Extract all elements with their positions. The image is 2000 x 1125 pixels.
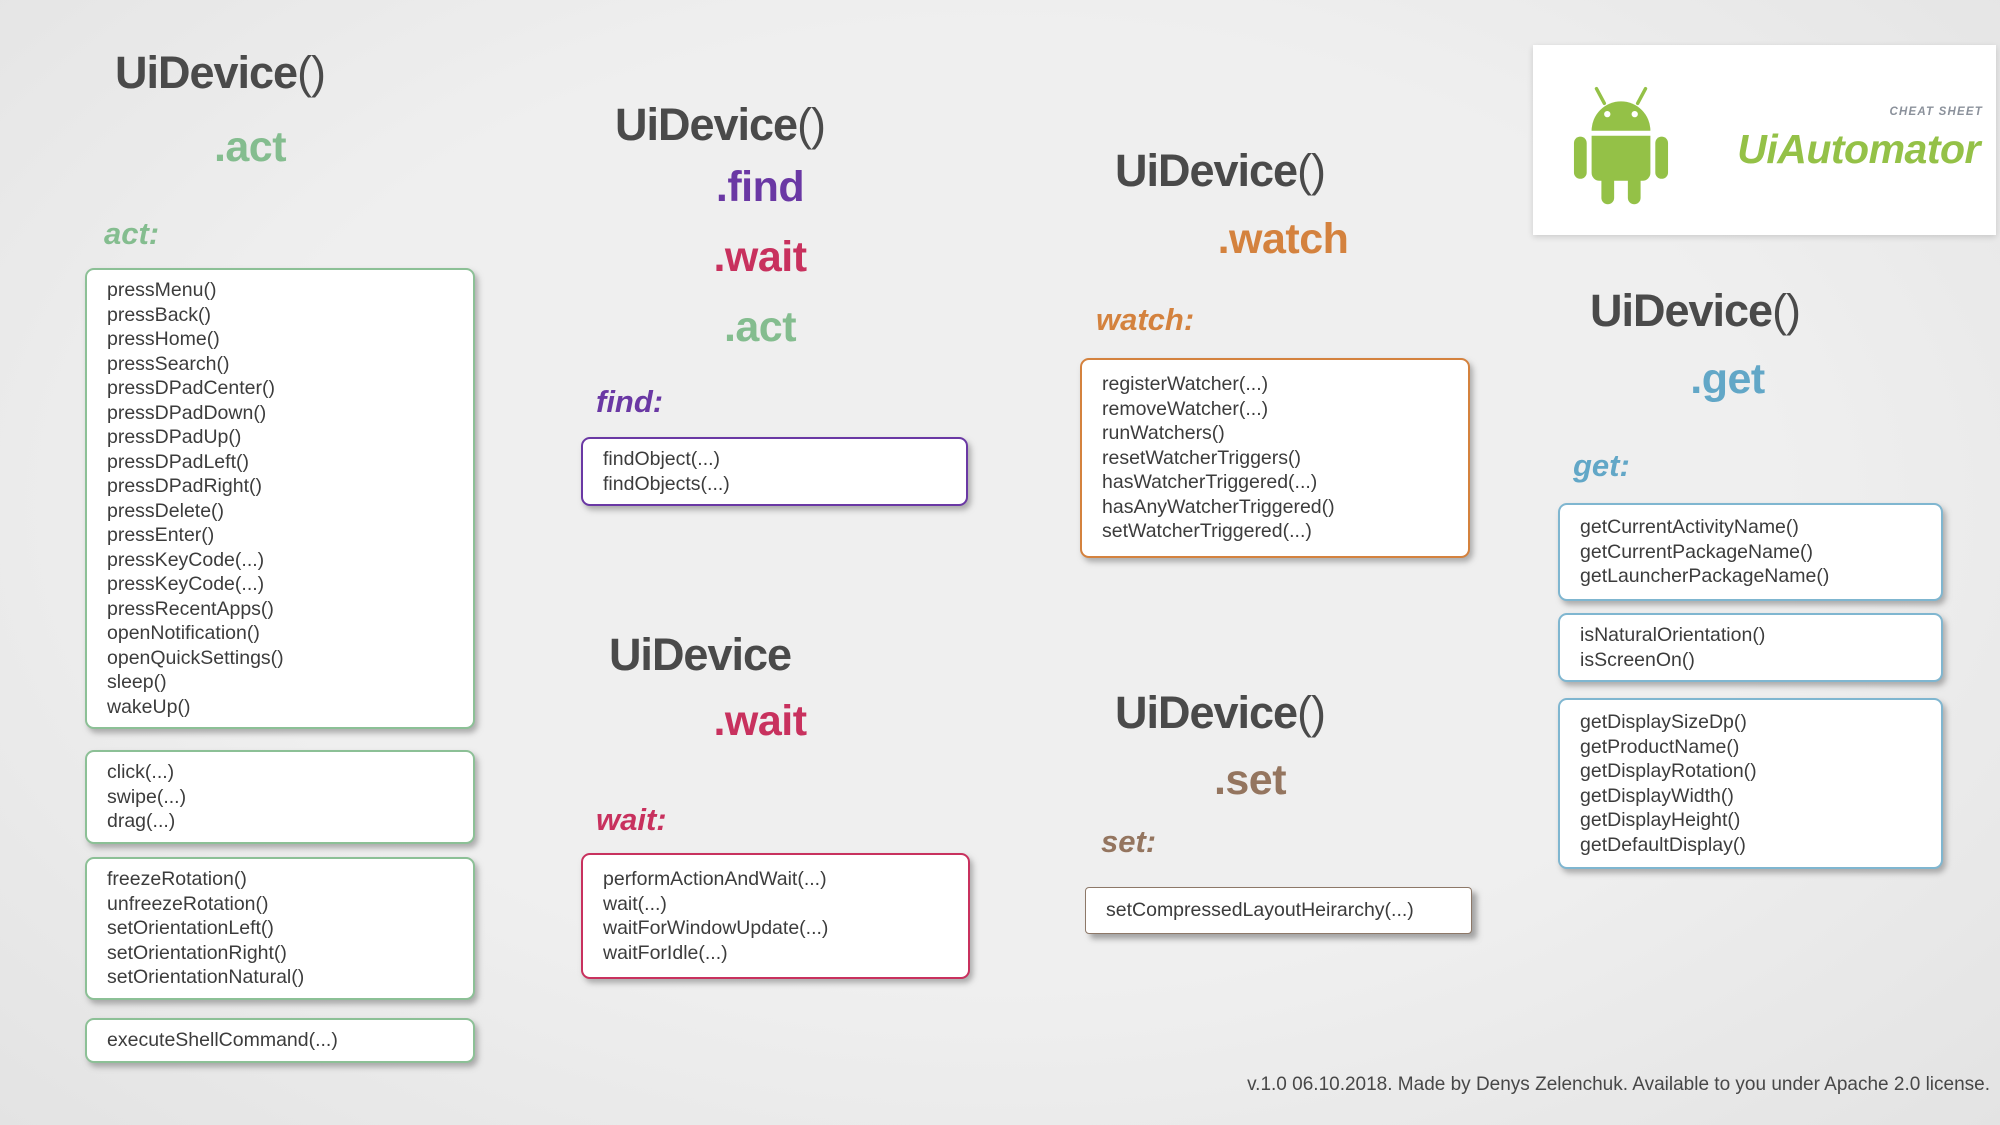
class-parens: () [1772,285,1801,336]
method-item: getCurrentActivityName() [1580,516,1799,538]
set-box: setCompressedLayoutHeirarchy(...) [1085,887,1472,934]
method-item: waitForWindowUpdate(...) [603,917,829,939]
method-item: setOrientationNatural() [107,966,305,988]
section-get-title: UiDevice() [1535,286,1855,336]
accent-set: .set [1213,756,1287,804]
class-parens: () [297,47,326,98]
class-name: UiDevice [114,47,298,98]
method-item: pressRecentApps() [107,597,274,620]
method-item: pressBack() [107,303,212,326]
class-name: UiDevice [614,99,798,150]
group-label-set: set: [1101,824,1157,859]
class-parens: () [797,99,826,150]
group-label-act: act: [104,216,160,251]
method-item: getProductName() [1580,735,1740,758]
method-item: getDefaultDisplay() [1580,833,1746,856]
class-parens: () [1297,687,1326,738]
method-item: setOrientationRight() [107,941,287,964]
group-label-wait: wait: [596,802,667,837]
accent-act: .act [213,123,287,171]
method-item: setWatcherTriggered(...) [1102,520,1312,542]
act-box-rotation: freezeRotation()unfreezeRotation()setOri… [85,857,475,1000]
section-find-title: UiDevice() [560,100,880,150]
method-item: executeShellCommand(...) [107,1029,338,1051]
method-item: getCurrentPackageName() [1580,540,1814,563]
method-item: unfreezeRotation() [107,892,269,915]
section-act-title: UiDevice() [70,48,370,98]
group-label-get: get: [1573,448,1630,483]
accent-act: .act [723,303,797,351]
class-name: UiDevice [608,629,792,680]
android-robot-icon [1573,86,1669,205]
footer-credits: v.1.0 06.10.2018. Made by Denys Zelenchu… [1247,1074,1990,1095]
method-item: setOrientationLeft() [107,917,274,939]
logo-title: UiAutomator [1737,126,1980,172]
class-name: UiDevice [1114,145,1298,196]
method-item: removeWatcher(...) [1102,397,1269,420]
method-item: getDisplaySizeDp() [1580,711,1747,733]
accent-wait: .wait [713,697,807,745]
method-item: performActionAndWait(...) [603,868,827,890]
find-box: findObject(...)findObjects(...) [581,437,968,506]
method-item: pressEnter() [107,524,215,546]
method-item: registerWatcher(...) [1102,373,1269,395]
accent-get: .get [1690,355,1765,403]
method-item: isScreenOn() [1580,648,1695,671]
method-item: getDisplayRotation() [1580,760,1757,782]
method-item: hasAnyWatcherTriggered() [1102,495,1335,518]
class-name: UiDevice [1589,285,1773,336]
act-box-press: pressMenu()pressBack()pressHome()pressSe… [85,268,475,729]
method-item: pressDPadLeft() [107,450,249,473]
method-item: pressSearch() [107,352,230,375]
method-item: openNotification() [107,622,260,644]
wait-box: performActionAndWait(...)wait(...)waitFo… [581,853,970,979]
method-item: getDisplayWidth() [1580,784,1734,807]
method-item: wakeUp() [107,695,191,718]
act-box-shell: executeShellCommand(...) [85,1018,475,1063]
logo-card: CHEAT SHEET UiAutomator [1533,45,1996,235]
method-item: swipe(...) [107,785,187,808]
act-box-gestures: click(...)swipe(...)drag(...) [85,750,475,844]
method-item: openQuickSettings() [107,646,284,669]
method-item: getLauncherPackageName() [1580,565,1830,587]
method-item: pressDPadDown() [107,401,267,424]
method-item: resetWatcherTriggers() [1102,446,1302,469]
section-watch-title: UiDevice() [1060,146,1380,196]
method-item: pressDelete() [107,499,225,522]
method-item: findObjects(...) [603,472,730,495]
cheat-sheet-label: CHEAT SHEET [1889,106,1983,118]
get-box-display: getDisplaySizeDp()getProductName()getDis… [1558,698,1943,869]
method-item: freezeRotation() [107,868,247,890]
get-box-state: isNaturalOrientation()isScreenOn() [1558,613,1943,682]
method-item: pressDPadUp() [107,426,242,448]
class-name: UiDevice [1114,687,1298,738]
method-item: hasWatcherTriggered(...) [1102,471,1318,493]
method-item: getDisplayHeight() [1580,809,1741,831]
method-item: wait(...) [603,892,667,915]
section-set-title: UiDevice() [1060,688,1380,738]
method-item: runWatchers() [1102,422,1225,444]
section-wait-title: UiDevice [560,630,840,680]
group-label-find: find: [596,384,664,419]
method-item: findObject(...) [603,448,721,470]
accent-wait: .wait [713,233,807,281]
accent-watch: .watch [1217,215,1349,263]
method-item: waitForIdle(...) [603,941,728,964]
class-parens: () [1297,145,1326,196]
method-item: pressKeyCode(...) [107,548,265,571]
method-item: sleep() [107,671,167,693]
method-item: click(...) [107,761,175,783]
method-item: drag(...) [107,810,176,832]
method-item: setCompressedLayoutHeirarchy(...) [1106,899,1414,921]
accent-find: .find [715,163,805,211]
method-item: pressHome() [107,328,220,350]
method-item: pressDPadRight() [107,475,262,497]
method-item: pressMenu() [107,279,217,301]
get-box-names: getCurrentActivityName()getCurrentPackag… [1558,503,1943,601]
method-item: pressKeyCode(...) [107,573,265,595]
group-label-watch: watch: [1096,302,1195,337]
method-item: pressDPadCenter() [107,377,275,399]
method-item: isNaturalOrientation() [1580,624,1766,646]
watch-box: registerWatcher(...)removeWatcher(...)ru… [1080,358,1470,558]
